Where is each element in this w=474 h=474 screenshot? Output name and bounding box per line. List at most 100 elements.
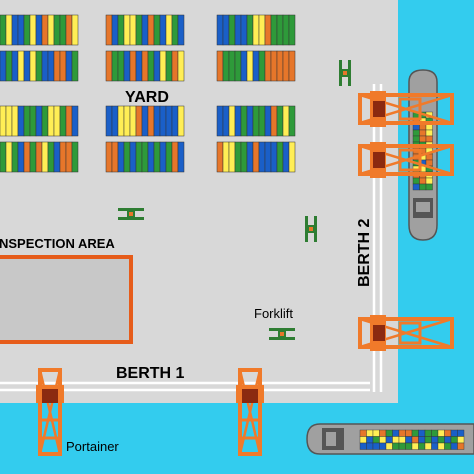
container — [23, 14, 31, 46]
container — [411, 436, 419, 444]
container-ship-icon[interactable] — [306, 423, 474, 455]
container — [234, 141, 242, 173]
container — [264, 14, 272, 46]
container — [165, 50, 173, 82]
yard-block[interactable] — [216, 105, 296, 173]
container — [419, 183, 427, 191]
container — [59, 50, 67, 82]
container — [240, 14, 248, 46]
container — [105, 14, 113, 46]
forklift-label: Forklift — [254, 306, 293, 321]
container — [425, 183, 433, 191]
container — [177, 141, 185, 173]
container — [23, 141, 31, 173]
yard-block[interactable] — [216, 14, 296, 82]
forklift-icon[interactable] — [339, 60, 351, 86]
container — [288, 105, 296, 137]
container — [418, 436, 426, 444]
container — [141, 105, 149, 137]
container — [59, 14, 67, 46]
container — [171, 141, 179, 173]
container — [5, 50, 13, 82]
water-east — [398, 0, 474, 474]
portainer-label: Portainer — [66, 439, 119, 454]
container — [412, 135, 420, 143]
container — [424, 442, 432, 450]
container — [419, 177, 427, 185]
container — [53, 141, 61, 173]
container — [246, 14, 254, 46]
container — [252, 105, 260, 137]
container — [392, 442, 400, 450]
container — [71, 50, 79, 82]
container — [258, 105, 266, 137]
container — [288, 14, 296, 46]
container — [240, 50, 248, 82]
forklift-icon[interactable] — [269, 328, 295, 340]
container — [270, 105, 278, 137]
container — [111, 14, 119, 46]
container — [431, 442, 439, 450]
container — [65, 141, 73, 173]
container — [0, 141, 7, 173]
container — [282, 14, 290, 46]
container — [222, 14, 230, 46]
portainer-crane-icon[interactable] — [358, 315, 454, 351]
portainer-crane-icon[interactable] — [36, 368, 64, 456]
container — [171, 105, 179, 137]
container — [153, 50, 161, 82]
forklift-icon[interactable] — [305, 216, 317, 242]
container — [228, 50, 236, 82]
container — [59, 105, 67, 137]
container — [65, 14, 73, 46]
container — [111, 105, 119, 137]
container — [270, 141, 278, 173]
yard-block[interactable] — [0, 14, 79, 82]
container — [450, 429, 458, 437]
container — [444, 429, 452, 437]
container — [105, 141, 113, 173]
container — [425, 135, 433, 143]
container — [288, 50, 296, 82]
container — [252, 50, 260, 82]
container — [0, 50, 7, 82]
yard-block[interactable] — [0, 105, 79, 173]
container — [165, 105, 173, 137]
container — [41, 105, 49, 137]
container — [11, 141, 19, 173]
container — [437, 436, 445, 444]
container — [71, 105, 79, 137]
inspection-area[interactable] — [0, 255, 133, 344]
container — [405, 429, 413, 437]
container — [234, 50, 242, 82]
container — [47, 141, 55, 173]
container — [282, 141, 290, 173]
portainer-crane-icon[interactable] — [358, 142, 454, 178]
container — [457, 442, 465, 450]
container — [71, 14, 79, 46]
container — [123, 141, 131, 173]
container — [111, 141, 119, 173]
forklift-icon[interactable] — [118, 208, 144, 220]
container — [405, 436, 413, 444]
container — [392, 436, 400, 444]
container — [29, 141, 37, 173]
container — [228, 14, 236, 46]
container — [385, 429, 393, 437]
container — [222, 50, 230, 82]
container — [177, 50, 185, 82]
container — [398, 429, 406, 437]
container — [17, 141, 25, 173]
portainer-crane-icon[interactable] — [236, 368, 264, 456]
container — [129, 105, 137, 137]
container — [123, 14, 131, 46]
container — [0, 105, 7, 137]
container — [53, 50, 61, 82]
yard-block[interactable] — [105, 105, 185, 173]
container — [147, 105, 155, 137]
container — [5, 141, 13, 173]
container — [398, 442, 406, 450]
yard-block[interactable] — [105, 14, 185, 82]
portainer-crane-icon[interactable] — [358, 91, 454, 127]
container — [372, 442, 380, 450]
